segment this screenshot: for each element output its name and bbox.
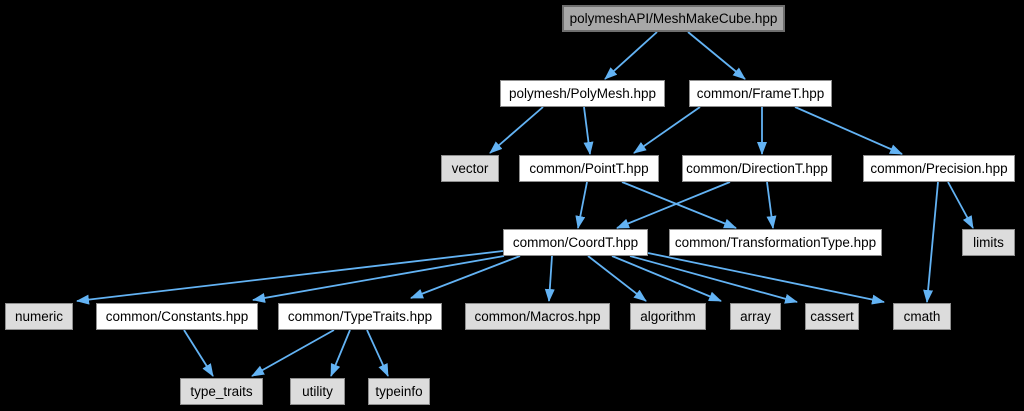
graph-edge-framet-to-pointt <box>633 106 701 154</box>
graph-node-algorithm: algorithm <box>630 303 706 330</box>
graph-node-cmath: cmath <box>893 303 951 330</box>
graph-edge-coordt-to-cassert <box>629 255 798 304</box>
graph-edge-pointt-to-coordt <box>575 181 588 229</box>
graph-edge-precision-to-cmath <box>923 181 939 303</box>
graph-node-typeinfo: typeinfo <box>368 378 430 405</box>
graph-node-polymesh[interactable]: polymesh/PolyMesh.hpp <box>500 80 665 107</box>
graph-node-typetraits[interactable]: common/TypeTraits.hpp <box>278 303 442 330</box>
graph-edge-coordt-to-array <box>611 255 722 302</box>
graph-node-constants[interactable]: common/Constants.hpp <box>96 303 258 330</box>
graph-node-utility: utility <box>290 378 345 405</box>
graph-node-meshmakecube: polymeshAPI/MeshMakeCube.hpp <box>562 5 785 32</box>
graph-edge-coordt-to-cmath <box>647 252 885 305</box>
graph-node-type_traits: type_traits <box>180 378 263 405</box>
graph-edge-coordt-to-typetraits <box>410 255 521 299</box>
graph-node-coordt[interactable]: common/CoordT.hpp <box>503 229 648 256</box>
graph-edge-polymesh-to-vector <box>489 106 544 154</box>
graph-node-numeric: numeric <box>5 303 73 330</box>
graph-edge-coordt-to-algorithm <box>587 255 647 302</box>
graph-edge-coordt-to-constants <box>252 255 505 303</box>
graph-edge-meshmakecube-to-framet <box>687 31 746 80</box>
graph-node-vector: vector <box>441 155 499 182</box>
graph-node-limits: limits <box>962 229 1015 256</box>
graph-edge-directiont-to-coordt <box>616 181 731 229</box>
graph-edge-meshmakecube-to-polymesh <box>604 31 658 80</box>
graph-node-precision[interactable]: common/Precision.hpp <box>863 155 1015 182</box>
graph-node-cassert: cassert <box>805 303 859 330</box>
graph-edge-framet-to-precision <box>794 106 903 155</box>
graph-edge-pointt-to-transformationtype <box>621 181 737 229</box>
graph-edge-coordt-to-macros <box>544 255 555 302</box>
graph-edge-precision-to-limits <box>947 181 974 229</box>
graph-edge-polymesh-to-pointt <box>583 106 594 155</box>
graph-node-directiont[interactable]: common/DirectionT.hpp <box>682 155 832 182</box>
graph-node-pointt[interactable]: common/PointT.hpp <box>519 155 659 182</box>
graph-edge-typetraits-to-typeinfo <box>366 329 389 377</box>
graph-node-array: array <box>730 303 781 330</box>
graph-edge-constants-to-type_traits <box>183 329 214 377</box>
graph-node-macros: common/Macros.hpp <box>465 303 610 330</box>
graph-edge-directiont-to-transformationtype <box>766 181 777 229</box>
graph-edge-coordt-to-numeric <box>76 250 504 305</box>
graph-node-framet[interactable]: common/FrameT.hpp <box>689 80 832 107</box>
graph-edge-typetraits-to-type_traits <box>251 329 335 377</box>
graph-edge-typetraits-to-utility <box>330 329 351 377</box>
graph-node-transformationtype[interactable]: common/TransformationType.hpp <box>669 229 882 256</box>
